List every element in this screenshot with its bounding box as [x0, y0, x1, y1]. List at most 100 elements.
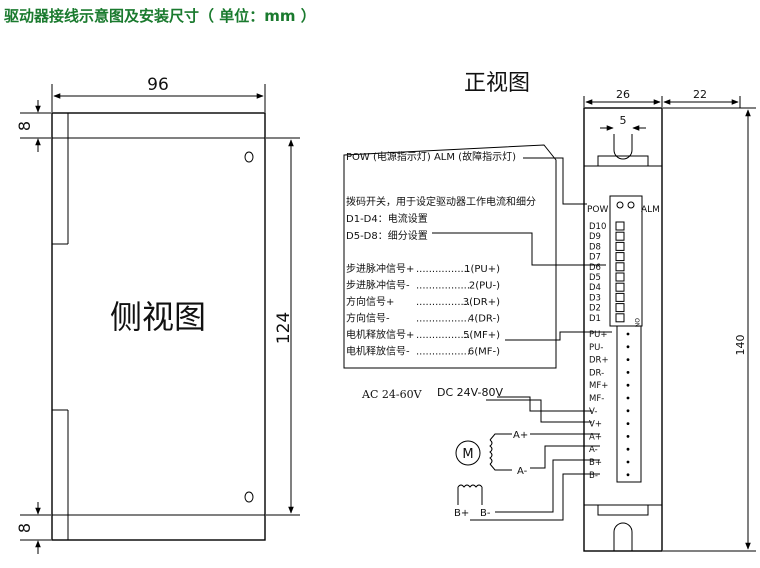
- signal-pin: 2(PU-): [469, 281, 500, 292]
- terminal-label: B+: [589, 458, 602, 468]
- dip-label: D6: [589, 263, 601, 273]
- dip-switch[interactable]: [615, 221, 625, 231]
- front-view-height-value: 140: [734, 335, 747, 356]
- callout-dip-current: D1-D4：电流设置: [346, 212, 428, 225]
- alm-led-icon: [627, 201, 635, 209]
- dip-on-label: ON: [633, 318, 640, 327]
- signal-name: 电机释放信号-: [346, 345, 410, 358]
- dip-switch[interactable]: [615, 292, 625, 302]
- signal-name: 方向信号-: [346, 312, 390, 325]
- front-view: 正视图 26 22 5 140 POW ALM: [464, 71, 756, 552]
- terminal-screw[interactable]: [626, 396, 630, 400]
- callout-outline: [343, 144, 557, 369]
- dip-panel: [609, 195, 643, 327]
- motor-a-minus: A-: [517, 466, 528, 477]
- signal-pin: 3(DR+): [463, 297, 500, 308]
- terminal-block: [616, 325, 642, 483]
- dip-label: D4: [589, 283, 601, 293]
- signal-leader-dots: .................: [416, 347, 470, 358]
- terminal-screw[interactable]: [626, 460, 630, 464]
- motor-icon: [455, 440, 481, 466]
- terminal-label: V+: [589, 420, 602, 430]
- front-view-label: 正视图: [464, 71, 530, 96]
- motor-wiring: M A+ A- B+ B-: [454, 430, 600, 521]
- signal-leader-dots: .................: [416, 330, 470, 341]
- mounting-hole-top: [244, 151, 254, 163]
- dip-label: D2: [589, 304, 601, 314]
- terminal-label: A+: [589, 432, 602, 442]
- ac-power-label: AC 24-60V: [361, 388, 423, 401]
- side-view: 侧视图 96 124 8 8: [15, 75, 300, 554]
- dip-label: D9: [589, 232, 601, 242]
- terminal-screw[interactable]: [626, 447, 630, 451]
- dip-switch[interactable]: [615, 241, 625, 251]
- dip-switch[interactable]: [615, 282, 625, 292]
- terminal-label: DR-: [589, 368, 604, 378]
- mounting-hole-bottom: [244, 491, 254, 503]
- dip-label: D7: [589, 253, 601, 263]
- dip-switch[interactable]: [615, 313, 625, 323]
- terminal-screw[interactable]: [626, 358, 630, 361]
- terminal-label: A-: [589, 445, 598, 455]
- callout-leds: POW (电源指示灯) ALM (故障指示灯): [346, 150, 516, 163]
- side-view-height-value: 124: [274, 312, 294, 344]
- front-view-width-value: 26: [616, 88, 630, 101]
- terminal-screw[interactable]: [626, 345, 630, 349]
- motor-b-minus: B-: [480, 508, 491, 519]
- dip-switch[interactable]: [615, 303, 625, 313]
- pow-led-icon: [616, 201, 624, 209]
- dip-label: D8: [589, 242, 601, 252]
- page-title: 驱动器接线示意图及安装尺寸（ 单位：mm ）: [4, 7, 316, 25]
- side-view-body: [51, 112, 266, 541]
- dip-label: D10: [589, 222, 606, 232]
- signal-leader-dots: .................: [416, 314, 470, 325]
- terminal-group: PU+PU-DR+DR-MF+MF-V-V+A+A-B+B-: [589, 330, 630, 481]
- dip-switch[interactable]: [615, 231, 625, 241]
- dip-label: D3: [589, 293, 601, 303]
- terminal-label: PU+: [589, 330, 607, 340]
- terminal-label: B-: [589, 471, 598, 481]
- terminal-screw[interactable]: [626, 422, 630, 425]
- dip-switch[interactable]: [615, 272, 625, 282]
- terminal-screw[interactable]: [626, 435, 630, 438]
- dip-switch[interactable]: [615, 252, 625, 262]
- front-view-body: [583, 107, 663, 552]
- terminal-screw[interactable]: [626, 371, 630, 374]
- terminal-screw[interactable]: [626, 473, 630, 477]
- power-wiring: AC 24-60V DC 24V-80V: [361, 386, 592, 423]
- terminal-screw[interactable]: [626, 383, 630, 387]
- callout-box: POW (电源指示灯) ALM (故障指示灯) 拨码开关，用于设定驱动器工作电流…: [343, 144, 557, 369]
- dip-label: D5: [589, 273, 601, 283]
- terminal-label: MF+: [589, 381, 608, 391]
- pow-led-label: POW: [587, 205, 609, 215]
- signal-list: 步进脉冲信号+.................1(PU+)步进脉冲信号-...…: [346, 262, 500, 358]
- dc-power-label: DC 24V-80V: [437, 386, 503, 399]
- side-view-top-gap-value: 8: [15, 121, 34, 131]
- signal-name: 步进脉冲信号-: [346, 279, 410, 292]
- front-view-slot-value: 5: [620, 114, 627, 127]
- signal-name: 电机释放信号+: [346, 328, 414, 341]
- coil-a-icon: [489, 439, 493, 465]
- terminal-label: V-: [589, 407, 597, 417]
- side-view-width-value: 96: [147, 75, 169, 95]
- signal-leader-dots: .................: [416, 297, 470, 308]
- dip-label: D1: [589, 314, 601, 324]
- callout-dip-title: 拨码开关，用于设定驱动器工作电流和细分: [346, 195, 536, 208]
- mounting-slot-top: [613, 134, 633, 160]
- front-view-side-value: 22: [693, 88, 707, 101]
- coil-b-icon: [457, 484, 483, 488]
- terminal-screw[interactable]: [626, 332, 630, 336]
- motor-a-plus: A+: [513, 430, 528, 441]
- signal-pin: 4(DR-): [468, 314, 500, 325]
- terminal-screw[interactable]: [626, 409, 630, 413]
- signal-name: 步进脉冲信号+: [346, 262, 414, 275]
- callout-dip-microstep: D5-D8：细分设置: [346, 229, 428, 242]
- dip-switch[interactable]: [615, 262, 625, 272]
- signal-name: 方向信号+: [346, 295, 394, 308]
- alm-led-label: ALM: [641, 205, 660, 215]
- terminal-label: DR+: [589, 356, 609, 366]
- motor-b-plus: B+: [454, 508, 469, 519]
- leader-lines: [432, 157, 612, 341]
- mounting-slot-bottom: [613, 522, 633, 551]
